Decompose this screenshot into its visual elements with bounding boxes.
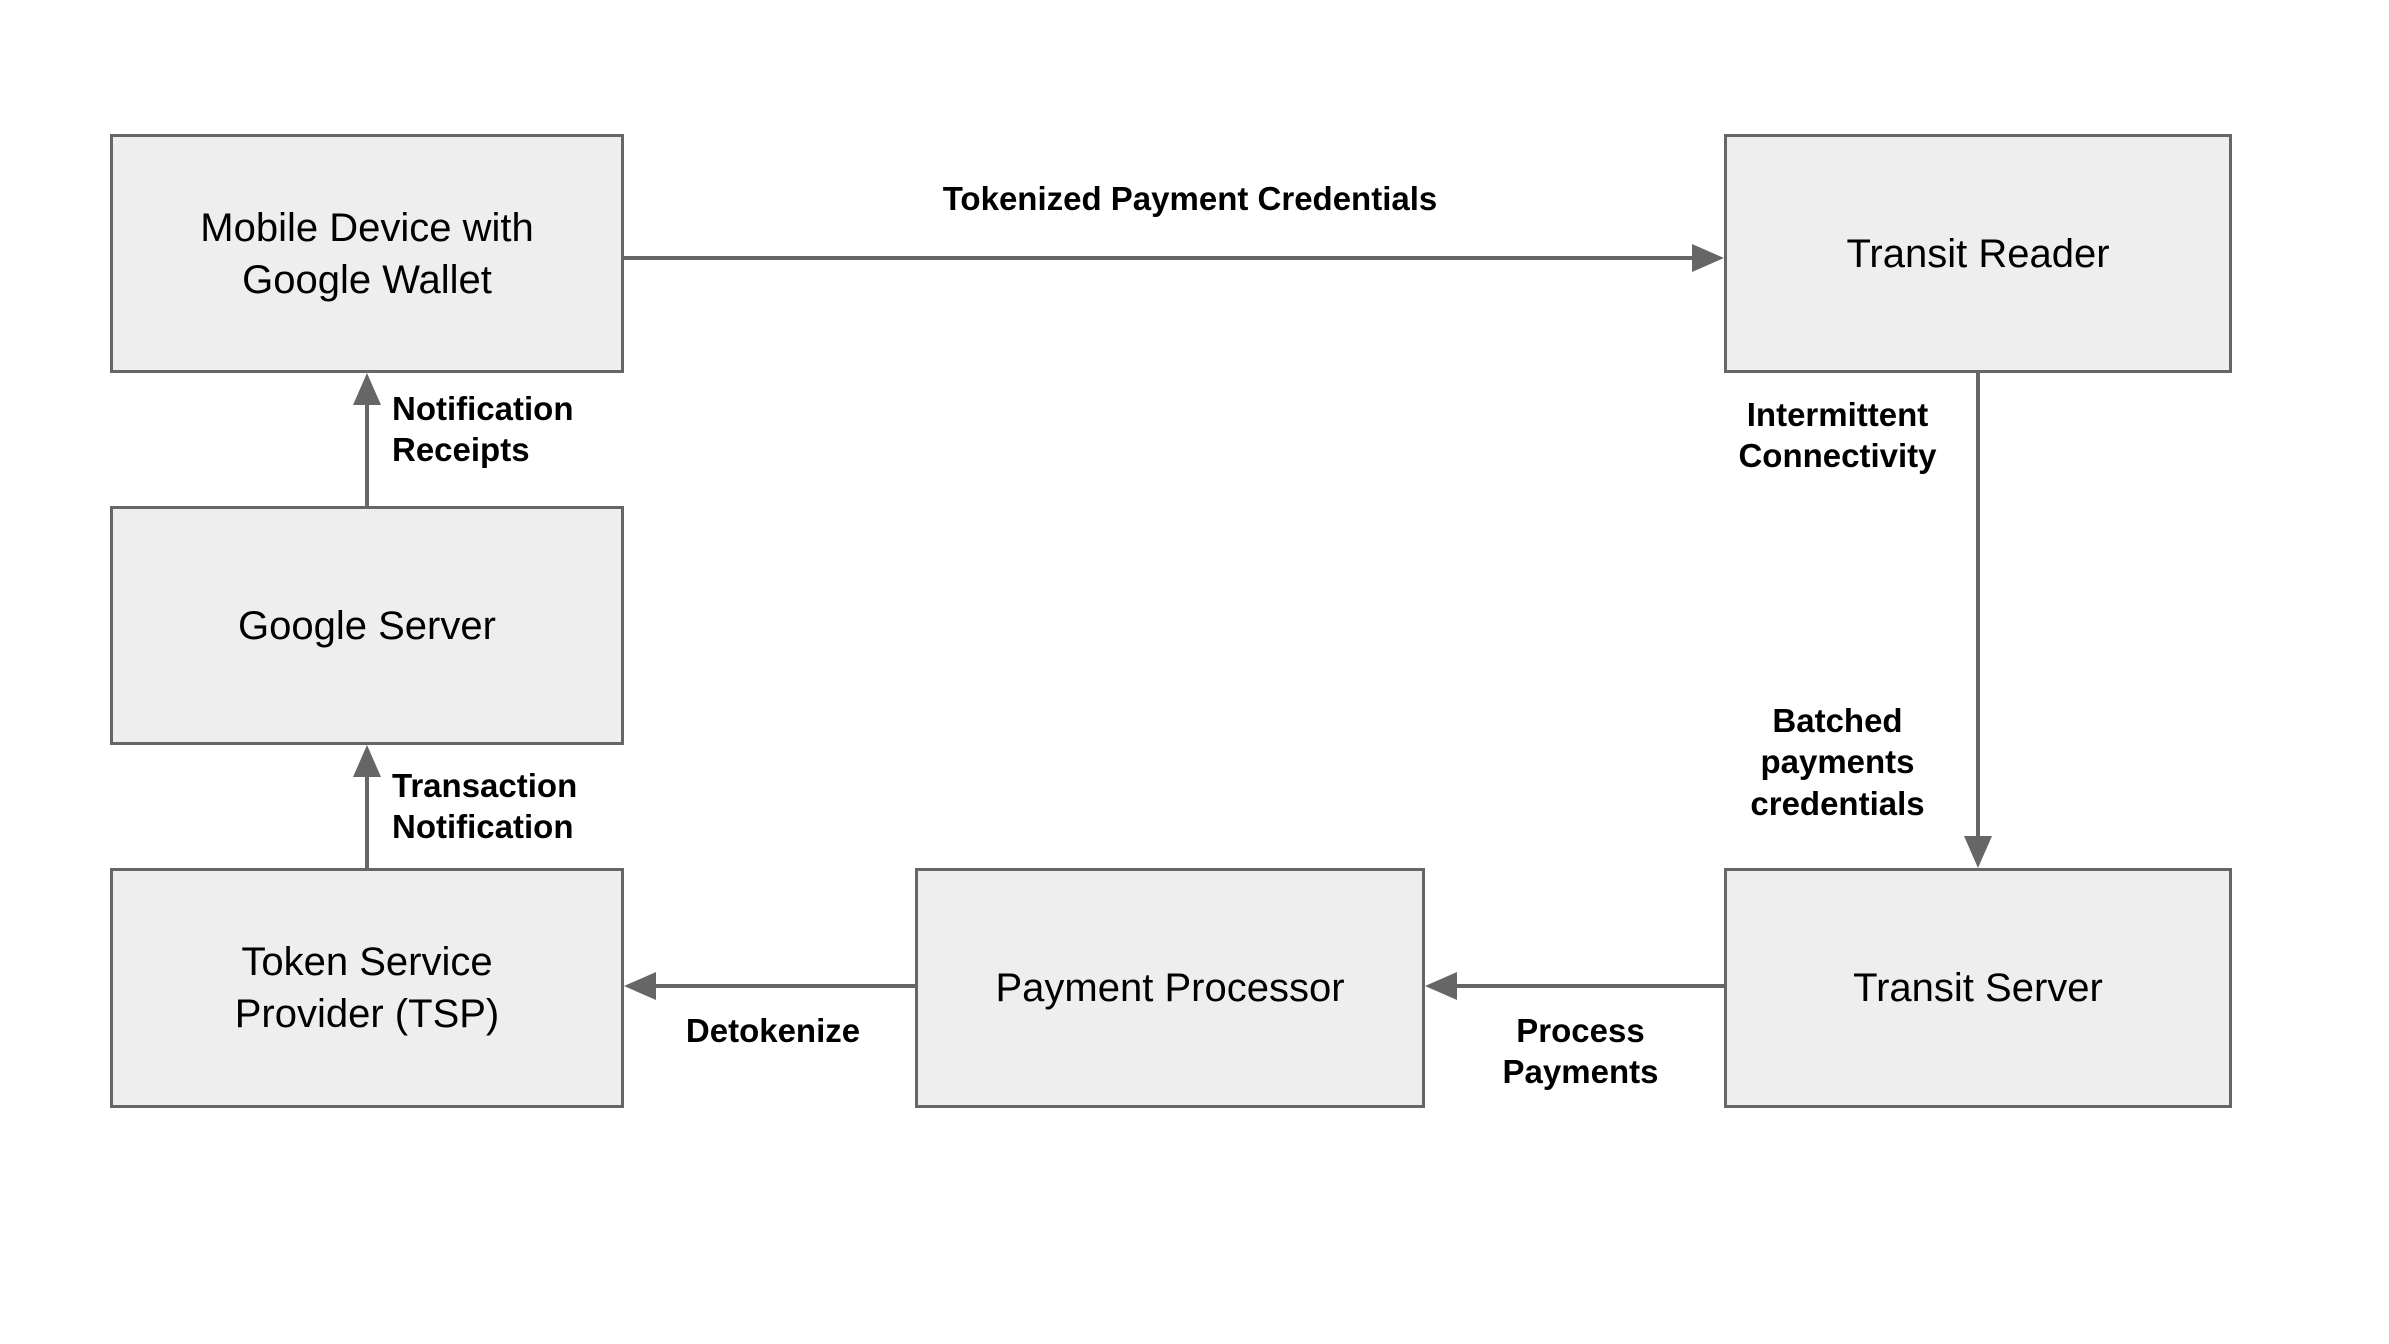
node-label: Mobile Device with Google Wallet: [200, 205, 534, 302]
edge-label-transaction-notification: Transaction Notification: [392, 767, 578, 846]
edge-label-detokenize: Detokenize: [685, 1012, 861, 1049]
edge-processor-to-tsp: [624, 972, 915, 1000]
node-label: Transit Server: [1853, 966, 2103, 1010]
node-transit-server[interactable]: Transit Server: [1724, 868, 2232, 1108]
node-google-server[interactable]: Google Server: [110, 506, 624, 745]
edge-label-batched-payments-credentials: Batched payments credentials: [1750, 702, 1925, 822]
edge-label-notification-receipts: Notification Receipts: [392, 390, 574, 469]
edge-label-tokenized-payment-credentials: Tokenized Payment Credentials: [942, 180, 1438, 217]
node-payment-processor[interactable]: Payment Processor: [915, 868, 1425, 1108]
edge-label-process-payments: Process Payments: [1502, 1012, 1659, 1091]
node-token-service-provider[interactable]: Token Service Provider (TSP): [110, 868, 624, 1108]
node-transit-reader[interactable]: Transit Reader: [1724, 134, 2232, 373]
edge-tserver-to-processor: [1425, 972, 1724, 1000]
edge-tsp-to-gserver: [353, 745, 381, 868]
node-mobile-device-with-google-wallet[interactable]: Mobile Device with Google Wallet: [110, 134, 624, 373]
edge-label-intermittent-connectivity: Intermittent Connectivity: [1738, 396, 1937, 475]
edge-mobile-to-reader: [624, 244, 1724, 272]
edge-reader-to-tserver: [1964, 373, 1992, 868]
node-label: Payment Processor: [995, 966, 1345, 1010]
node-label: Google Server: [238, 603, 496, 648]
node-label: Transit Reader: [1846, 231, 2110, 276]
edge-gserver-to-mobile: [353, 373, 381, 506]
node-label: Token Service Provider (TSP): [234, 940, 500, 1036]
